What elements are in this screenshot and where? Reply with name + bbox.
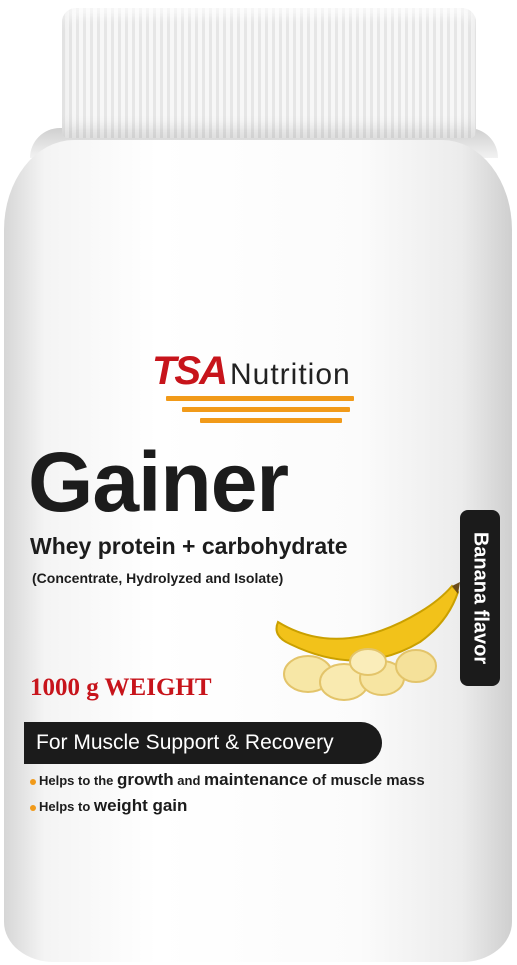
stripe — [200, 418, 342, 423]
benefit-item: Helps to weight gain — [30, 796, 187, 816]
benefit-text: and — [173, 773, 205, 788]
product-note: (Concentrate, Hydrolyzed and Isolate) — [32, 570, 284, 586]
brand-name: Nutrition — [230, 358, 351, 391]
jar-body — [4, 140, 512, 962]
benefit-banner: For Muscle Support & Recovery — [24, 722, 382, 764]
banana-image — [275, 582, 460, 701]
brand-stripes — [166, 396, 354, 429]
brand-logo-mark: TSA — [152, 349, 228, 393]
product-title: Gainer — [28, 435, 289, 529]
brand-logo: TSA Nutrition — [152, 349, 351, 391]
benefit-text: of muscle mass — [307, 772, 425, 789]
stripe — [182, 407, 350, 412]
product-subtitle: Whey protein + carbohydrate — [30, 533, 348, 559]
bullet-dot-icon — [30, 778, 36, 785]
flavor-badge: Banana flavor — [460, 510, 500, 686]
bullet-dot-icon — [30, 804, 36, 811]
benefit-text: Helps to the — [39, 773, 118, 788]
jar-lid — [62, 8, 476, 138]
benefit-text: Helps to — [39, 799, 94, 814]
benefit-item: Helps to the growth and maintenance of m… — [30, 770, 425, 790]
benefit-emphasis: growth — [117, 770, 174, 789]
benefit-emphasis: maintenance — [204, 770, 308, 789]
benefit-emphasis: weight gain — [93, 796, 188, 815]
weight-label: 1000 g WEIGHT — [30, 674, 212, 701]
benefit-banner-text: For Muscle Support & Recovery — [36, 731, 334, 754]
stripe — [166, 396, 354, 401]
flavor-label: Banana flavor — [469, 531, 492, 665]
